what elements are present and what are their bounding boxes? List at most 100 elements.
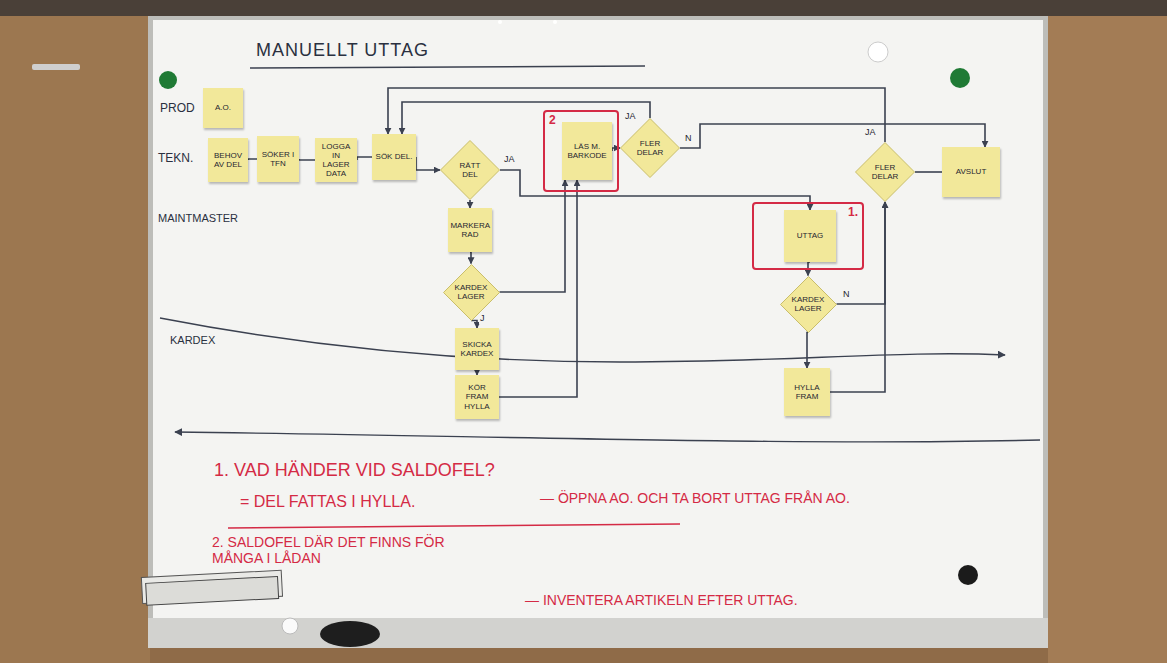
sticky-note: KÖR FRAM HYLLA — [455, 375, 499, 419]
sticky-text: LÄS M. BARKODE — [565, 142, 609, 160]
board-frame — [148, 16, 1048, 648]
flow-connector — [248, 159, 257, 160]
flow-connector — [680, 124, 985, 148]
diamond-shape — [621, 119, 680, 178]
flow-connector — [500, 180, 566, 292]
lane-divider — [175, 432, 1040, 442]
magnet — [282, 618, 298, 634]
handwritten-note: = DEL FATTAS I HYLLA. — [240, 493, 415, 511]
flow-connector — [830, 202, 885, 392]
door-latch — [32, 64, 80, 70]
diamond-text-wrap: FLER DELAR — [867, 163, 904, 181]
sticky-text: SÖK DEL. — [376, 152, 413, 161]
paper-sheet — [146, 576, 279, 605]
sticky-text: A.O. — [215, 103, 231, 112]
sticky-note: UTTAG — [784, 210, 836, 262]
flow-connector — [471, 321, 477, 329]
sticky-text: AVSLUT — [956, 167, 987, 176]
edge-label: N — [684, 134, 693, 144]
diamond-text: FLER DELAR — [867, 163, 904, 181]
diamond-shape — [441, 141, 500, 200]
eraser — [320, 621, 380, 647]
flow-connector — [469, 200, 471, 208]
sticky-note: AVSLUT — [942, 147, 1000, 197]
sticky-note: SÖKER I TFN — [257, 136, 299, 182]
sticky-note: LÄS M. BARKODE — [562, 122, 612, 180]
decision-diamond: KARDEX LAGER — [780, 276, 837, 333]
wood-door-left — [0, 0, 150, 663]
diagram-title: MANUELLT UTTAG — [256, 40, 429, 61]
sticky-text: MARKERA RAD — [450, 221, 489, 239]
diamond-text-wrap: KARDEX LAGER — [791, 295, 826, 313]
sticky-note: BEHOV AV DEL — [208, 138, 248, 182]
diamond-shape — [443, 264, 499, 320]
magnet — [958, 565, 978, 585]
edge-label: JA — [503, 155, 516, 165]
paper-stack — [141, 570, 282, 605]
magnet — [950, 68, 970, 88]
lane-label: TEKN. — [158, 152, 193, 166]
title-underline — [250, 66, 645, 68]
sticky-text: LOGGA IN LAGER DATA — [318, 142, 354, 179]
sticky-note: SÖK DEL. — [372, 134, 416, 180]
edge-label: JA — [864, 128, 877, 138]
sticky-note: HYLLA FRAM — [784, 368, 830, 416]
diamond-text: FLER DELAR — [632, 139, 669, 157]
decision-diamond: RÄTT DEL — [440, 140, 500, 200]
decision-diamond: FLER DELAR — [620, 118, 680, 178]
sticky-text: KÖR FRAM HYLLA — [458, 383, 496, 411]
highlight-box: 1. UTTAG — [752, 202, 864, 270]
sticky-note: LOGGA IN LAGER DATA — [315, 138, 357, 182]
sticky-text: BEHOV AV DEL — [211, 151, 245, 169]
sticky-text: UTTAG — [797, 231, 824, 240]
diamond-shape — [856, 143, 915, 202]
callout-number: 1. — [848, 205, 858, 219]
edge-label: JA — [624, 112, 637, 122]
handwritten-note: 1. VAD HÄNDER VID SALDOFEL? — [214, 460, 495, 481]
sticky-text: SÖKER I TFN — [260, 150, 296, 168]
lane-divider — [160, 318, 1005, 362]
flow-connector — [837, 202, 886, 304]
callout-number: 2 — [549, 113, 556, 127]
flow-connector — [500, 170, 810, 210]
diamond-text-wrap: RÄTT DEL — [452, 161, 489, 179]
edge-label: J — [479, 314, 486, 324]
flow-connector — [416, 157, 440, 170]
handwritten-note: — ÖPPNA AO. OCH TA BORT UTTAG FRÅN AO. — [540, 490, 860, 506]
magnet — [159, 71, 177, 89]
lane-label: MAINTMASTER — [158, 212, 238, 225]
flow-connector — [402, 102, 650, 134]
magnet — [868, 42, 888, 62]
diamond-text: RÄTT DEL — [452, 161, 489, 179]
note-underline — [228, 524, 680, 528]
sticky-note: SKICKA KARDEX — [455, 328, 499, 370]
sticky-text: SKICKA KARDEX — [458, 340, 496, 358]
marker-tray — [148, 618, 1048, 648]
flow-connector — [499, 180, 577, 397]
flow-connector — [470, 252, 471, 264]
sticky-note: A.O. — [203, 88, 243, 128]
edge-label: N — [842, 290, 851, 300]
diamond-shape — [780, 276, 836, 332]
flow-connector — [299, 159, 315, 160]
top-shadow — [0, 0, 1167, 16]
flow-connector — [357, 157, 372, 160]
handwritten-note: — INVENTERA ARTIKELN EFTER UTTAG. — [525, 592, 798, 608]
diamond-text-wrap: FLER DELAR — [632, 139, 669, 157]
flow-connector — [807, 333, 808, 369]
lane-label: KARDEX — [170, 334, 215, 347]
diamond-text: KARDEX LAGER — [454, 283, 489, 301]
decision-diamond: KARDEX LAGER — [443, 264, 500, 321]
diamond-text: KARDEX LAGER — [791, 295, 826, 313]
wood-door-right — [1048, 0, 1167, 663]
screw — [498, 20, 502, 24]
highlight-box: 2LÄS M. BARKODE — [543, 110, 619, 192]
sticky-text: HYLLA FRAM — [787, 383, 827, 401]
screw — [553, 20, 557, 24]
sticky-note: MARKERA RAD — [448, 208, 492, 252]
